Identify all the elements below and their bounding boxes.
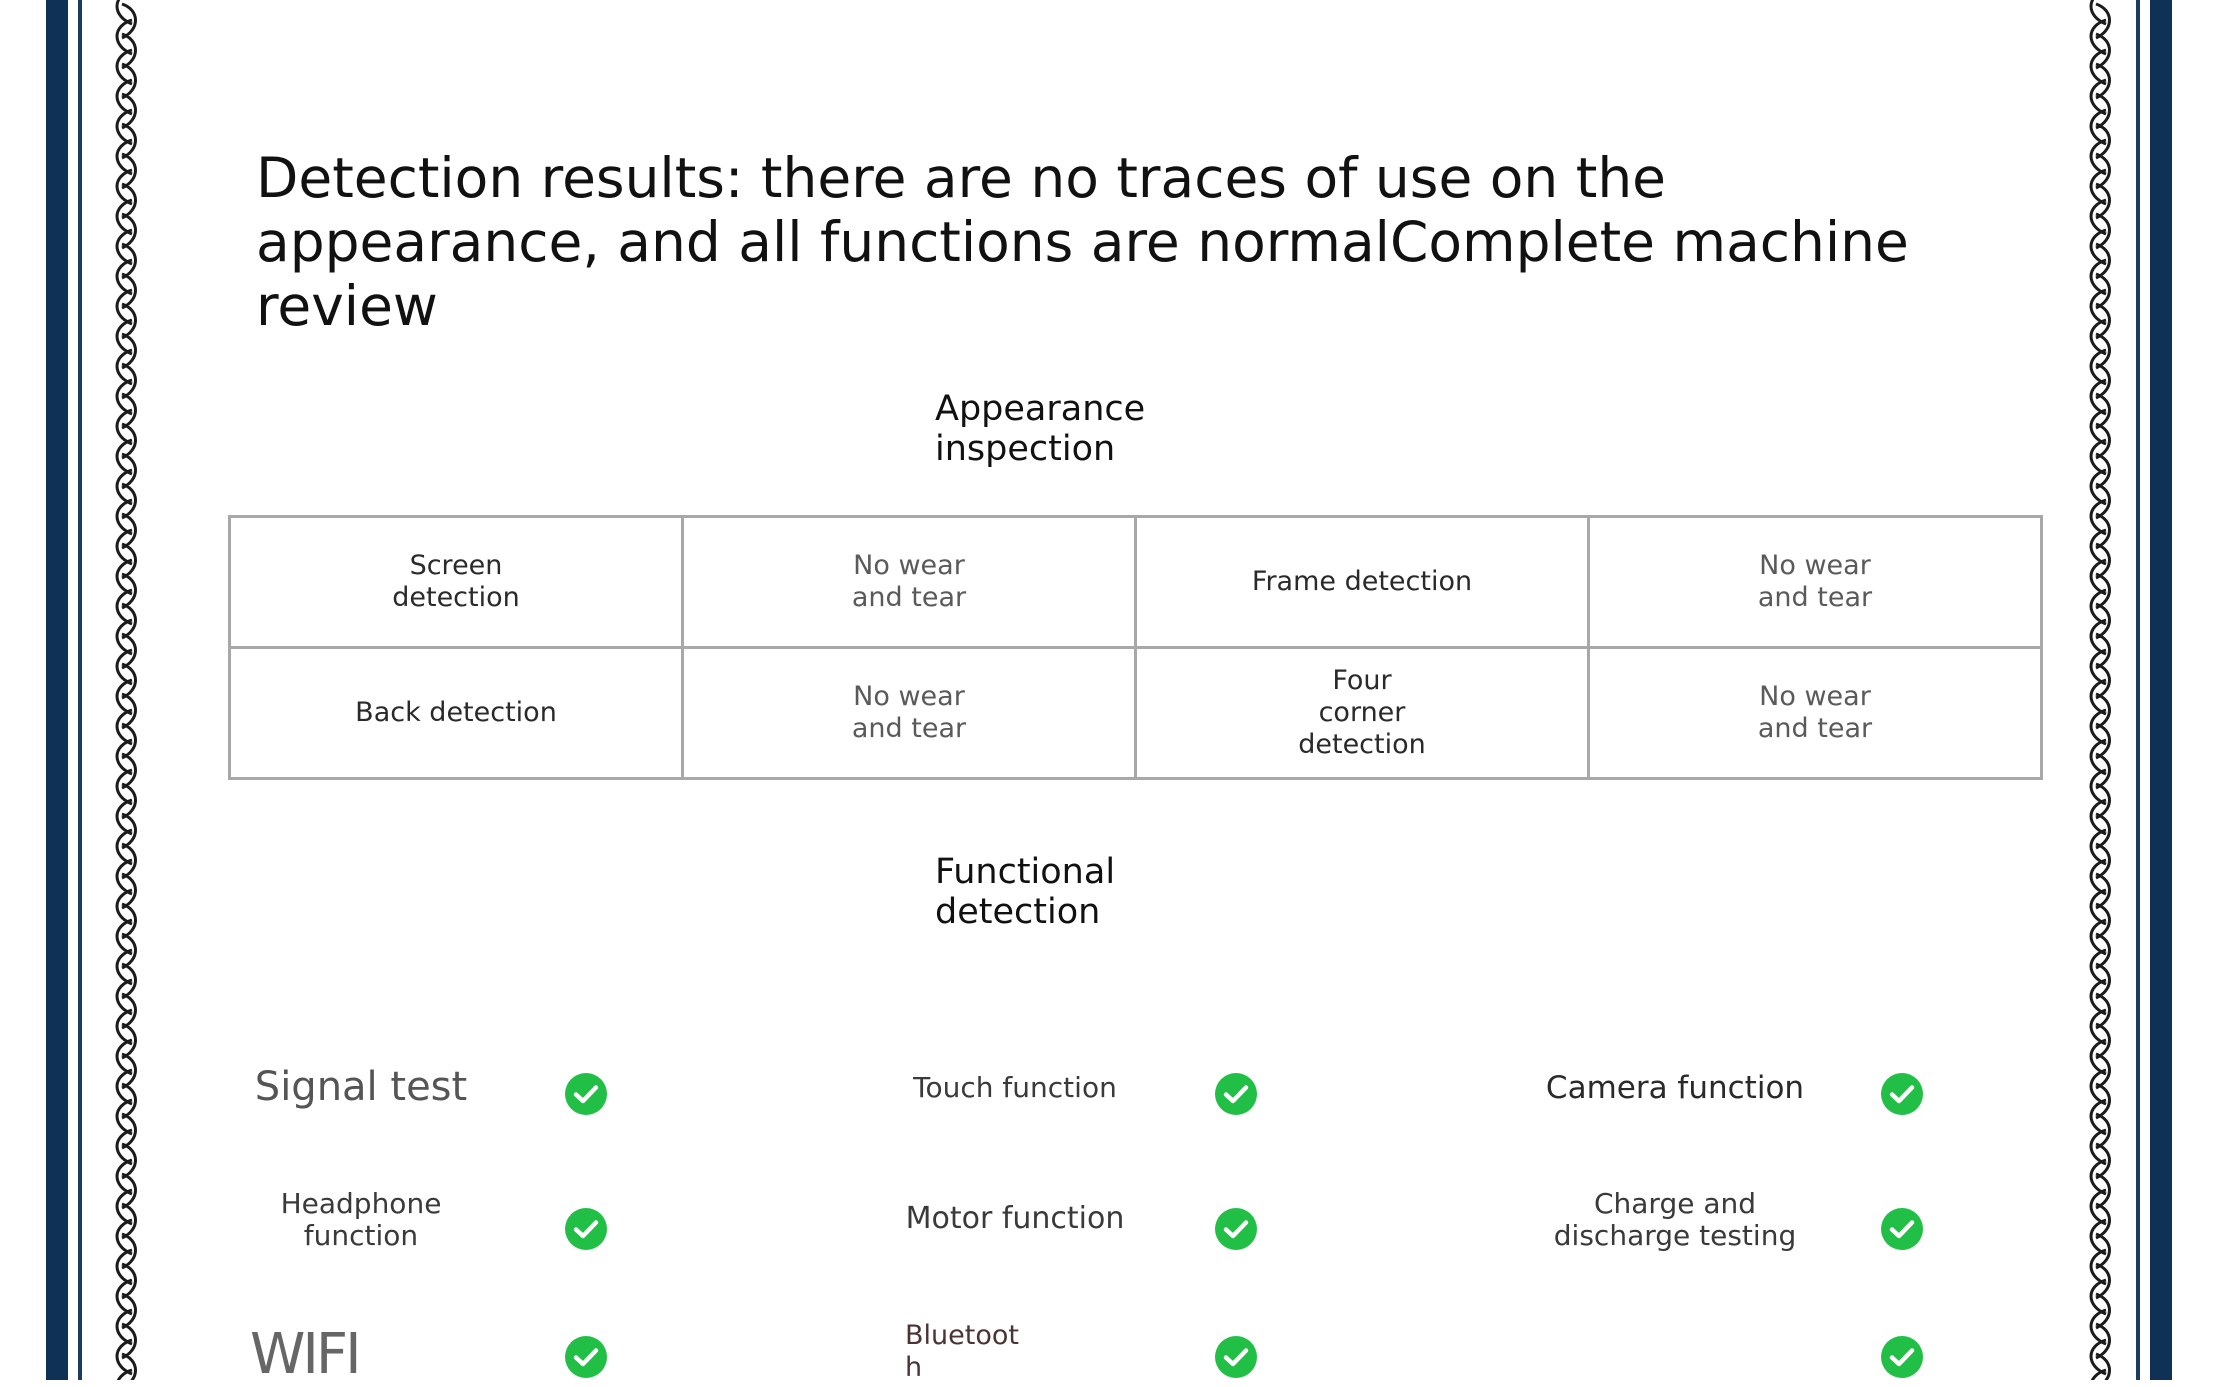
cell-text: Frame detection	[1251, 566, 1473, 597]
functional-detection-heading: Functional detection	[935, 852, 1116, 932]
cell-text: Four corner detection	[1298, 665, 1426, 760]
table-cell: No wear and tear	[681, 515, 1137, 649]
check-circle-icon	[1881, 1336, 1923, 1378]
function-label-signal-test: Signal test	[254, 1064, 468, 1110]
appearance-inspection-heading: Appearance inspection	[935, 389, 1146, 469]
check-circle-icon	[1881, 1073, 1923, 1115]
cell-text: No wear and tear	[851, 681, 967, 744]
check-circle-icon	[1215, 1336, 1257, 1378]
cell-text: No wear and tear	[1757, 681, 1873, 744]
function-label-charge-discharge: Charge and discharge testing	[1553, 1187, 1797, 1252]
cell-text: Screen detection	[392, 550, 520, 613]
check-circle-icon	[565, 1208, 607, 1250]
check-circle-icon	[1881, 1208, 1923, 1250]
check-circle-icon	[565, 1336, 607, 1378]
function-label-bluetooth: Bluetooth	[905, 1320, 1019, 1383]
appearance-inspection-table: Screen detection No wear and tear Frame …	[228, 515, 2043, 780]
function-label-camera: Camera function	[1545, 1070, 1805, 1106]
cell-text: No wear and tear	[1757, 550, 1873, 613]
right-border-line	[2136, 0, 2140, 1380]
table-row: Back detection No wear and tear Four cor…	[228, 646, 2043, 780]
right-border-bar	[2150, 0, 2172, 1380]
table-cell: Frame detection	[1134, 515, 1590, 649]
page-title: Detection results: there are no traces o…	[256, 146, 1909, 338]
table-cell: No wear and tear	[1587, 515, 2043, 649]
table-cell: Back detection	[228, 646, 684, 780]
table-cell: No wear and tear	[681, 646, 1137, 780]
right-chain-ornament	[2089, 0, 2111, 1380]
check-circle-icon	[1215, 1208, 1257, 1250]
check-circle-icon	[1215, 1073, 1257, 1115]
check-circle-icon	[565, 1073, 607, 1115]
function-label-wifi: WIFI	[250, 1322, 362, 1387]
function-label-touch: Touch function	[913, 1071, 1117, 1104]
left-chain-ornament	[115, 0, 137, 1380]
cell-text: No wear and tear	[851, 550, 967, 613]
left-border-bar	[46, 0, 68, 1380]
function-label-motor: Motor function	[905, 1201, 1125, 1236]
table-cell: Four corner detection	[1134, 646, 1590, 780]
table-row: Screen detection No wear and tear Frame …	[228, 515, 2043, 649]
cell-text: Back detection	[355, 697, 557, 728]
left-border-line	[78, 0, 82, 1380]
table-cell: No wear and tear	[1587, 646, 2043, 780]
table-cell: Screen detection	[228, 515, 684, 649]
function-label-headphone: Headphone function	[280, 1187, 442, 1252]
